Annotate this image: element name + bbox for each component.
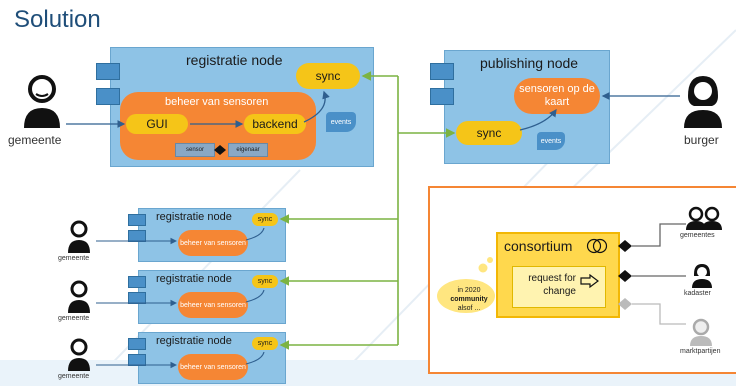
person-icon [68,338,90,371]
registratie-node-title: registratie node [156,211,232,223]
beheer-van-sensoren: beheer van sensoren [178,354,248,380]
node-tab-icon [128,214,146,226]
sync-component: sync [252,337,278,350]
bubble-text: in 2020 community alsof ... [446,286,492,313]
node-tab-icon [128,338,146,350]
beheer-van-sensoren: beheer van sensoren [178,230,248,256]
sync-component-publishing: sync [456,121,522,145]
consortium-title: consortium [504,238,573,254]
collaboration-icon [586,238,608,254]
member-label-marktpartijen: marktpartijen [680,348,721,355]
node-tab-icon [430,63,454,80]
registratie-node-title: registratie node [186,52,283,68]
gemeente-label: gemeente [58,315,90,322]
burger-label: burger [684,133,719,147]
sensoren-op-de-kaart: sensoren op de kaart [514,78,600,114]
person-icon [68,220,90,253]
beheer-van-sensoren: beheer van sensoren [178,292,248,318]
registratie-node-title: registratie node [156,273,232,285]
node-tab-icon [96,88,120,105]
request-label: request for change [528,273,576,297]
sync-component-main: sync [296,63,360,89]
member-label-gemeentes: gemeentes [680,232,715,239]
backend-component: backend [244,114,306,134]
person-icon [690,318,712,346]
eigenaar-entity: eigenaar [228,143,268,157]
gemeente-label: gemeente [58,373,90,380]
person-icon [68,280,90,313]
thought-bubble [437,257,495,313]
node-tab-icon [430,88,454,105]
sync-component: sync [252,213,278,226]
diamond-icon [214,145,226,155]
gemeente-label: gemeente [8,133,62,147]
node-tab-icon [96,63,120,80]
arrow-right-icon [580,274,599,288]
person-icon [24,75,60,128]
person-icon [684,76,722,128]
registratie-node-title: registratie node [156,335,232,347]
events-queue: events [537,132,565,150]
group-icon [686,206,722,230]
member-label-kadaster: kadaster [684,290,711,297]
node-tab-icon [128,276,146,288]
member-connectors [618,223,686,325]
gemeente-label: gemeente [58,255,90,262]
events-queue: events [326,112,356,132]
person-icon [692,264,712,288]
page-title: Solution [14,6,101,33]
gui-component: GUI [126,114,188,134]
publishing-node-title: publishing node [480,55,579,71]
sync-component: sync [252,275,278,288]
beheer-label: beheer van sensoren [165,96,269,108]
bubble-line-3: alsof ... [457,305,481,312]
bubble-line-2: community [450,296,488,303]
bubble-line-1: in 2020 [457,287,481,294]
